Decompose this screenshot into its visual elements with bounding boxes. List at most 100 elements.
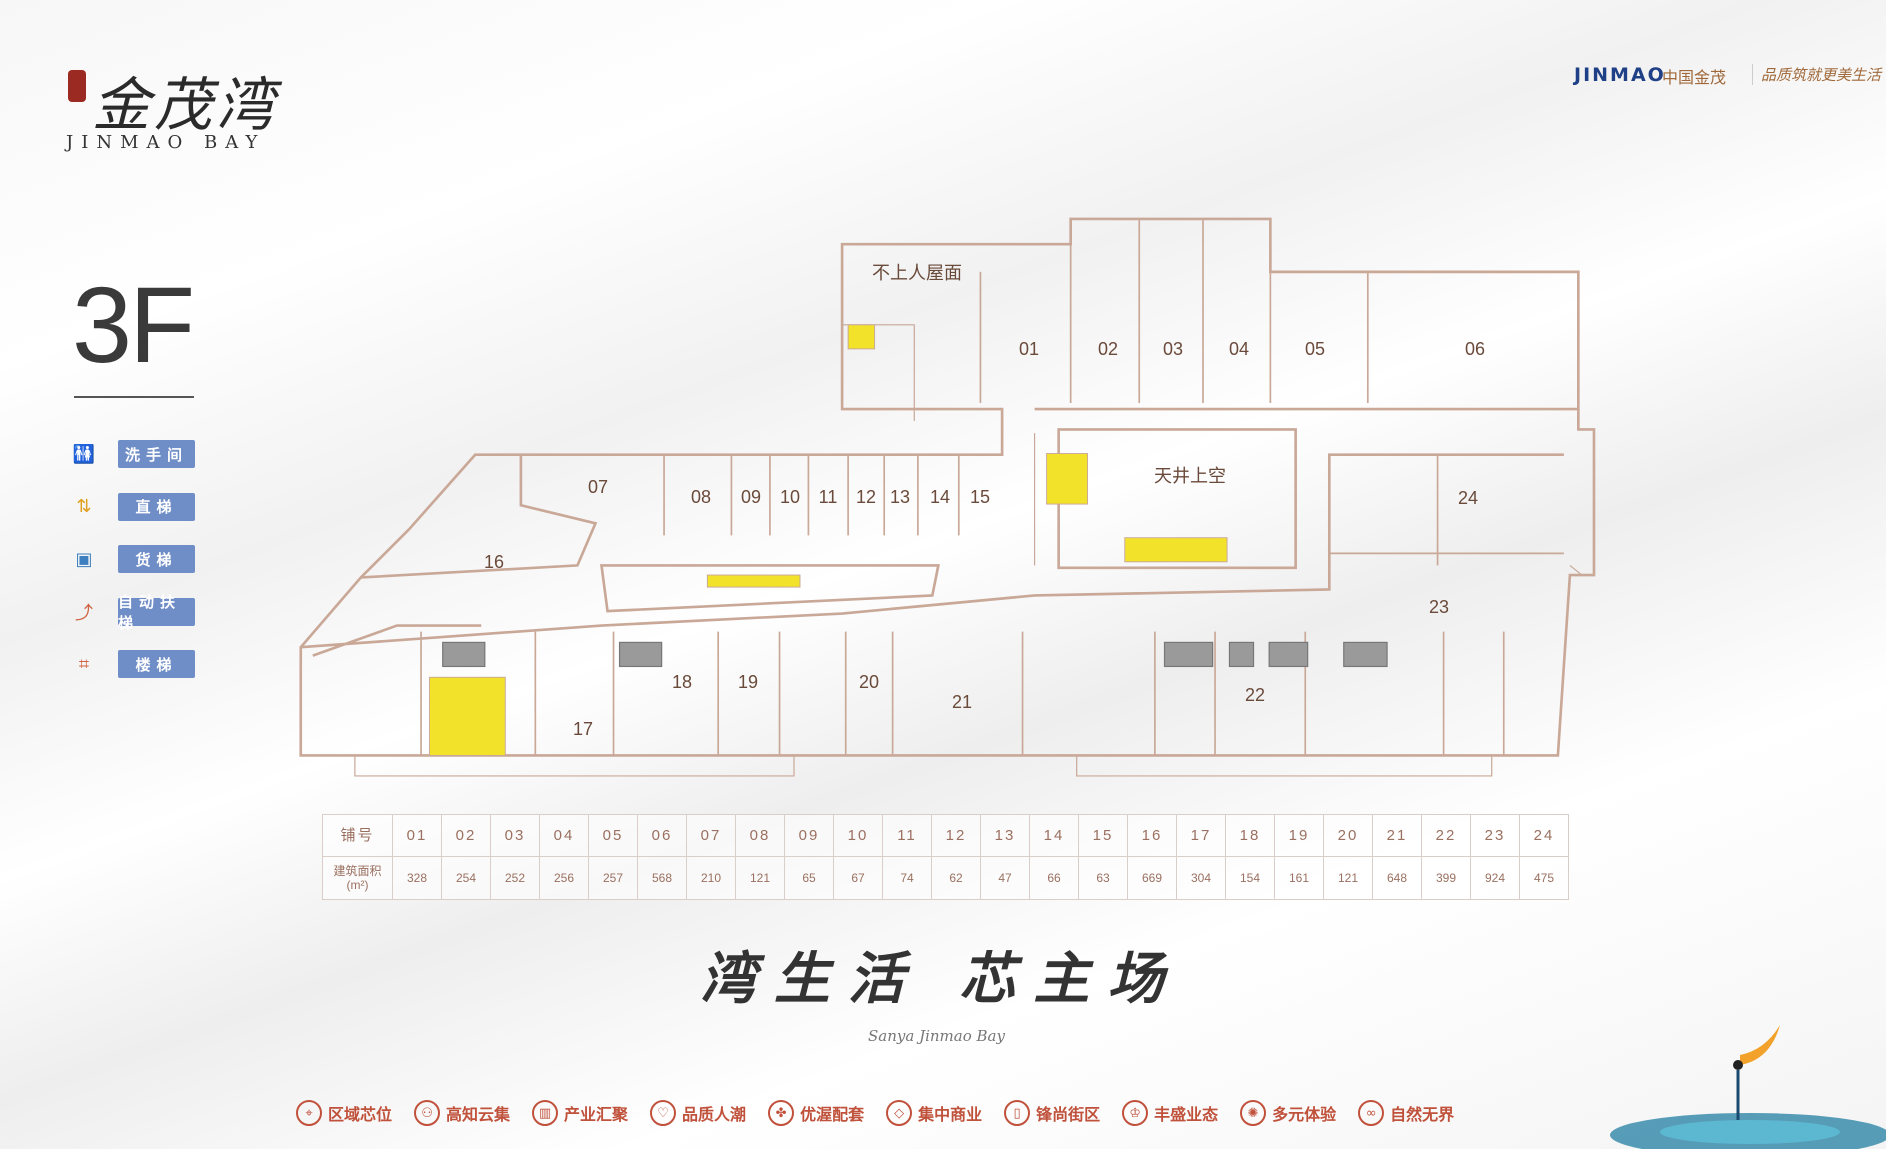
legend-item: ⤴ 自动扶梯 [70,593,195,632]
brand-logo: JINMAO [1574,64,1666,86]
feature-item: ⌖ 区域芯位 [296,1100,392,1126]
feature-label: 自然无界 [1390,1105,1455,1124]
script-text: Sanya Jinmao Bay [868,1027,1005,1045]
seal-icon [68,70,86,102]
brand-chinese: 中国金茂 [1662,68,1727,87]
area-cell: 399 [1421,856,1471,900]
area-cell: 648 [1372,856,1422,900]
area-label: 建筑面积 [333,864,382,878]
feature-label: 优渥配套 [800,1105,865,1124]
feature-item: ∞ 自然无界 [1358,1100,1454,1126]
unit-label: 16 [484,552,504,572]
area-cell: 154 [1225,856,1275,900]
unit-label: 03 [1163,339,1183,359]
feature-label: 产业汇聚 [564,1105,629,1124]
unit-label: 06 [1465,339,1485,359]
unit-label: 17 [573,719,593,739]
atom-icon: ✺ [1240,1100,1267,1126]
area-unit: (m²) [346,878,369,892]
unit-label: 07 [588,477,608,497]
brand-slogan: 品质筑就更美生活 [1752,64,1881,85]
shop-id-cell: 04 [539,814,589,857]
shop-id-cell: 14 [1029,814,1079,857]
shop-id-cell: 11 [882,814,932,857]
escalator-marker [706,574,801,588]
roof-label: 不上人屋面 [872,263,962,283]
corridor [599,564,940,613]
crown-icon: ♔ [1122,1100,1149,1126]
elevator-marker [1046,453,1088,505]
unit-label: 15 [970,487,990,507]
unit-label: 13 [890,487,910,507]
feature-item: ◇集中商业 [886,1100,982,1126]
unit-label: 01 [1019,339,1039,359]
shop-id-cell: 16 [1127,814,1177,857]
divider [74,396,194,398]
unit-label: 22 [1245,685,1265,705]
sail-decoration-icon [1610,1025,1886,1149]
area-cell: 74 [882,856,932,900]
legend-label: 自动扶梯 [118,593,195,632]
unit-label: 20 [859,672,879,692]
feature-label: 区域芯位 [328,1105,393,1124]
area-cell: 252 [490,856,540,900]
unit-label: 04 [1229,339,1249,359]
shop-id-cell: 12 [931,814,981,857]
escalator-marker [1124,537,1228,563]
legend-item: ⇅ 直梯 [70,492,195,521]
unit-label: 18 [672,672,692,692]
restroom-icon: 🚻 [72,443,96,465]
area-cell: 65 [784,856,834,900]
feature-label: 品质人潮 [682,1105,747,1124]
feature-item: ⚇高知云集 [414,1100,510,1126]
unit-label: 14 [930,487,950,507]
feature-item: ♡品质人潮 [650,1100,746,1126]
feature-item: ▯锋尚街区 [1004,1100,1100,1126]
area-cell: 475 [1519,856,1569,900]
legend-item: 🚻洗手间 [70,440,195,468]
map-icon: ⌖ [296,1100,322,1126]
area-cell: 924 [1470,856,1520,900]
unit-label: 24 [1458,488,1478,508]
feature-label: 锋尚街区 [1036,1105,1101,1124]
unit-label: 05 [1305,339,1325,359]
infinity-icon: ∞ [1358,1100,1385,1126]
feature-item: ✺ 多元体验 [1240,1100,1336,1126]
shop-id-cell: 15 [1078,814,1128,857]
restroom-marker [428,676,506,756]
shop-id-cell: 13 [980,814,1030,857]
area-cell: 328 [392,856,442,900]
legend-item: ⌗楼梯 [70,650,195,678]
clover-icon: ✤ [768,1100,795,1126]
area-cell: 63 [1078,856,1128,900]
logo-chinese: 金茂湾 [92,71,279,139]
freight-elevator-icon: ▣ [75,548,93,570]
escalator-icon: ⤴ [75,602,93,624]
logo-english: JINMAO BAY [66,132,266,153]
shop-id-cell: 09 [784,814,834,857]
area-cell: 669 [1127,856,1177,900]
feature-label: 集中商业 [918,1105,983,1124]
shop-id-cell: 05 [588,814,638,857]
area-cell: 121 [1323,856,1373,900]
feature-item: ✤ 优渥配套 [768,1100,864,1126]
area-cell: 161 [1274,856,1324,900]
feature-label: 丰盛业态 [1154,1105,1219,1124]
unit-label: 09 [741,487,761,507]
shop-id-cell: 07 [686,814,736,857]
header-area: 建筑面积(m²) [322,856,393,900]
feature-label: 多元体验 [1272,1105,1337,1124]
elevator-icon: ⇅ [76,496,92,517]
area-cell: 256 [539,856,589,900]
shop-id-cell: 23 [1470,814,1520,857]
shop-id-cell: 01 [392,814,442,857]
header-shop-no: 铺号 [322,814,393,857]
shop-id-cell: 17 [1176,814,1226,857]
legend-label: 直梯 [118,492,195,521]
unit-label: 23 [1429,597,1449,617]
stairs-icon: ⌗ [78,653,90,675]
area-cell: 210 [686,856,736,900]
slogan: 湾生活 芯主场 [700,947,1182,1012]
